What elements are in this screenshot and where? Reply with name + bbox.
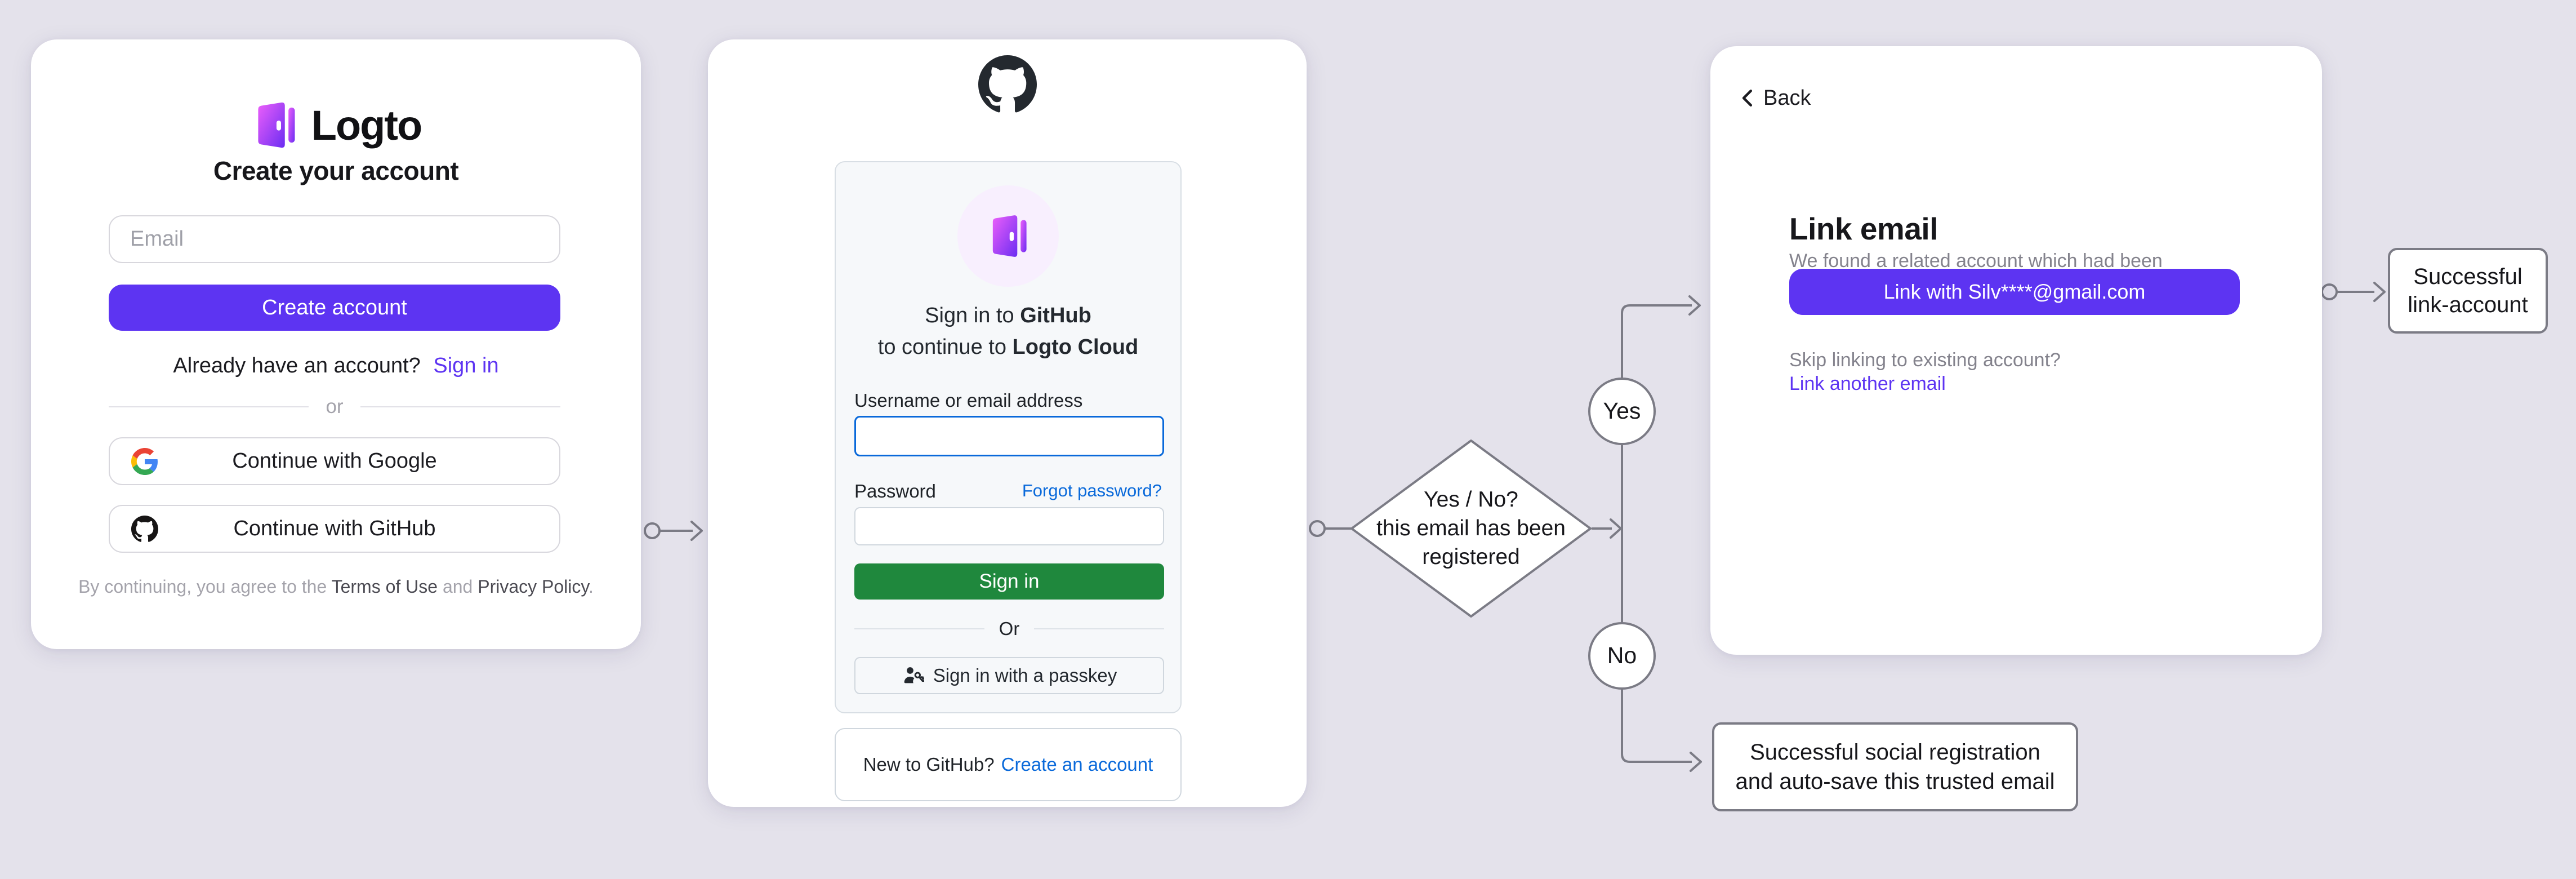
signin-prompt-text: Already have an account?: [173, 354, 421, 378]
logto-logo: Logto: [31, 98, 641, 152]
terms-prefix: By continuing, you agree to the: [78, 576, 327, 597]
signin-link[interactable]: Sign in: [433, 354, 499, 378]
outcome-link-account-box: Successful link-account: [2388, 248, 2548, 334]
arrowhead-icon: [690, 521, 703, 541]
github-signin-button[interactable]: Sign in: [854, 563, 1164, 600]
divider-line: [109, 406, 309, 407]
github-signin-card: Sign in to GitHub to continue to Logto C…: [708, 39, 1307, 807]
github-icon: [131, 515, 158, 543]
link-with-email-button[interactable]: Link with Silv****@gmail.com: [1789, 269, 2240, 315]
connector-start-dot: [1309, 520, 1326, 537]
divider-line: [360, 406, 560, 407]
arrowhead-icon: [2373, 282, 2386, 302]
passkey-button-label: Sign in with a passkey: [933, 665, 1117, 686]
privacy-policy-link[interactable]: Privacy Policy: [478, 576, 589, 597]
github-logo-icon: [708, 55, 1307, 114]
oauth-app-avatar: [957, 185, 1059, 287]
password-label: Password: [854, 481, 936, 501]
arrowhead-icon: [1688, 295, 1701, 316]
divider-label: Or: [999, 618, 1020, 639]
yes-node-label: Yes: [1603, 398, 1641, 424]
arrowhead-icon: [1610, 518, 1622, 539]
signin-prompt: Already have an account? Sign in: [31, 354, 641, 378]
new-to-github-text: New to GitHub?: [863, 754, 995, 775]
password-input[interactable]: [854, 507, 1164, 545]
no-node-label: No: [1607, 642, 1637, 668]
passkey-signin-button[interactable]: Sign in with a passkey: [854, 657, 1164, 694]
terms-and: and: [442, 576, 473, 597]
continue-with-google-button[interactable]: Continue with Google: [109, 437, 560, 485]
or-divider: or: [109, 396, 560, 418]
logto-door-icon: [251, 99, 299, 152]
continue-with-github-button[interactable]: Continue with GitHub: [109, 505, 560, 553]
skip-linking-text: Skip linking to existing account?: [1789, 349, 2061, 371]
connector-start-dot: [644, 522, 661, 539]
heading-continue: to continue to: [877, 335, 1006, 359]
github-button-label: Continue with GitHub: [233, 517, 436, 540]
logto-door-icon: [986, 212, 1031, 260]
google-button-label: Continue with Google: [232, 449, 437, 473]
terms-of-use-link[interactable]: Terms of Use: [331, 576, 438, 597]
link-another-email-link[interactable]: Link another email: [1789, 373, 1946, 394]
username-label: Username or email address: [854, 390, 1083, 411]
github-signin-panel: Sign in to GitHub to continue to Logto C…: [835, 161, 1182, 713]
connector-start-dot: [2321, 283, 2338, 300]
divider-line: [1034, 628, 1165, 629]
back-button-label: Back: [1763, 86, 1811, 110]
heading-prefix: Sign in to: [925, 304, 1014, 327]
terms-notice: By continuing, you agree to the Terms of…: [31, 576, 641, 597]
google-icon: [131, 447, 158, 475]
divider-label: or: [326, 396, 344, 418]
email-field[interactable]: [109, 215, 560, 263]
logto-wordmark: Logto: [311, 101, 422, 149]
page-title: Create your account: [213, 156, 459, 185]
passkey-icon: [902, 664, 924, 687]
page-title: Link email: [1789, 211, 1938, 246]
link-email-card: Back Link email We found a related accou…: [1710, 46, 2322, 655]
heading-app-name: Logto Cloud: [1012, 335, 1139, 359]
github-or-divider: Or: [854, 618, 1165, 639]
username-input[interactable]: [854, 416, 1164, 456]
decision-label: Yes / No? this email has been registered: [1376, 487, 1566, 569]
new-to-github-box: New to GitHub? Create an account: [835, 728, 1182, 801]
signup-card: Logto Create your account Create account…: [31, 39, 641, 649]
divider-line: [854, 628, 984, 629]
outcome-social-registration-box: Successful social registration and auto-…: [1712, 722, 2078, 811]
github-signin-heading: Sign in to GitHub to continue to Logto C…: [836, 300, 1180, 363]
heading-github: GitHub: [1020, 304, 1091, 327]
terms-suffix: .: [589, 576, 594, 597]
branch-path: [1621, 304, 1692, 763]
forgot-password-link[interactable]: Forgot password?: [1022, 481, 1162, 500]
create-account-button[interactable]: Create account: [109, 285, 560, 331]
create-an-account-link[interactable]: Create an account: [1001, 754, 1153, 775]
back-button[interactable]: Back: [1739, 83, 1811, 113]
back-chevron-icon: [1739, 88, 1755, 108]
arrowhead-icon: [1690, 752, 1702, 772]
